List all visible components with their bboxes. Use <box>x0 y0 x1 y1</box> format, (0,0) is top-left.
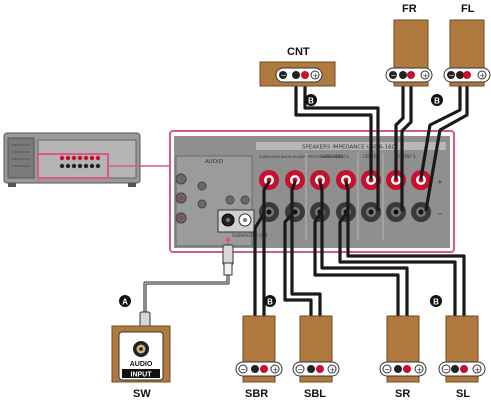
svg-text:+: + <box>416 366 422 374</box>
subwoofer: AUDIO INPUT SW <box>111 325 171 400</box>
front-header: FRONT A <box>398 154 416 159</box>
rca-plug-receiver <box>222 244 234 266</box>
audio-section-label: AUDIO <box>205 159 224 165</box>
svg-text:+: + <box>329 366 335 374</box>
speakers-header: SPEAKERS IMPEDANCE USE 6-16Ω <box>302 145 396 151</box>
svg-text:SL: SL <box>456 388 470 400</box>
svg-text:B: B <box>267 297 273 306</box>
speaker-cnt: CNT − + <box>259 46 336 87</box>
svg-text:+: + <box>474 366 480 374</box>
subwoofer-input-label: INPUT <box>131 372 153 379</box>
subwoofer-cable <box>139 244 234 335</box>
svg-text:B: B <box>308 96 314 105</box>
speaker-fr: FR − + <box>385 3 433 87</box>
svg-text:−: − <box>384 366 390 374</box>
svg-text:−: − <box>443 366 449 374</box>
svg-text:−: − <box>391 72 397 80</box>
red-terminal-row <box>259 170 431 190</box>
marker-b-front: B <box>431 94 443 106</box>
svg-text:SR: SR <box>395 388 410 400</box>
svg-text:+: + <box>422 72 428 80</box>
svg-text:B: B <box>433 297 439 306</box>
speaker-fl: FL − + <box>443 3 491 87</box>
marker-a: A <box>119 295 131 307</box>
svg-text:SBR: SBR <box>245 388 268 400</box>
svg-text:CNT: CNT <box>287 46 310 58</box>
surround-back-header: SURROUND BACK/ BI-AMP/ FRONT HIGH/ FRONT… <box>259 155 349 159</box>
black-terminal-row <box>259 202 431 222</box>
svg-text:+: + <box>312 72 318 80</box>
svg-text:FR: FR <box>402 3 417 15</box>
svg-text:FL: FL <box>461 3 475 15</box>
surround-header: SURROUND <box>320 154 343 159</box>
marker-b-surround-back: B <box>264 295 276 307</box>
svg-text:SBL: SBL <box>304 388 326 400</box>
speaker-sr: − + SR <box>379 315 427 400</box>
svg-text:−: − <box>281 72 287 80</box>
svg-text:−: − <box>449 72 455 80</box>
speaker-sbl: − + SBL <box>292 315 340 400</box>
marker-b-surround: B <box>430 295 442 307</box>
svg-text:−: − <box>240 366 246 374</box>
svg-text:+: + <box>437 178 443 186</box>
svg-text:A: A <box>122 297 128 306</box>
svg-text:B: B <box>434 96 440 105</box>
marker-b-center: B <box>305 94 317 106</box>
svg-text:−: − <box>437 210 443 218</box>
svg-text:SW: SW <box>133 388 151 400</box>
speaker-sl: − + SL <box>438 315 486 400</box>
subwoofer-out-label: SUBWOOFER OUT <box>232 233 268 238</box>
subwoofer-audio-label: AUDIO <box>130 361 153 368</box>
svg-text:+: + <box>479 72 485 80</box>
receiver-rear-illustration <box>3 132 170 187</box>
speaker-sbr: − + SBR <box>235 315 283 400</box>
svg-text:+: + <box>272 366 278 374</box>
svg-text:−: − <box>297 366 303 374</box>
receiver-panel-enlarged: AUDIO SUBWOOFER OUT SPEAKERS IMPEDANCE U… <box>169 130 455 253</box>
